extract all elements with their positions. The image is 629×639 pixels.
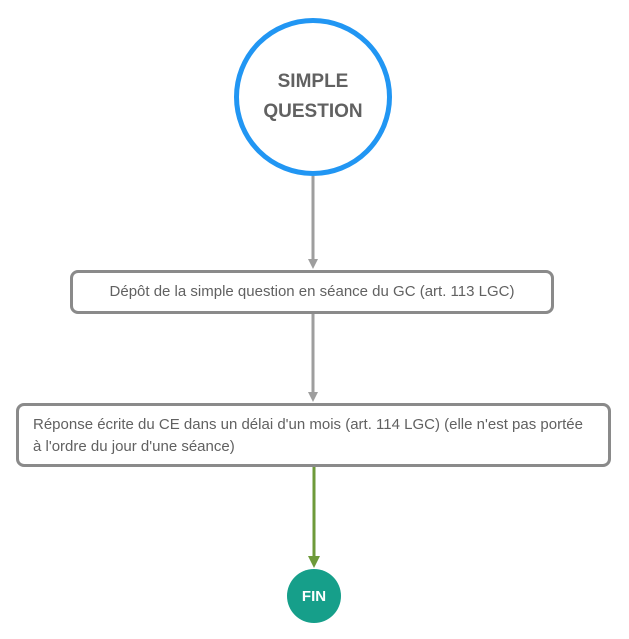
start-node: SIMPLE QUESTION: [234, 18, 392, 176]
process-step-reponse: Réponse écrite du CE dans un délai d'un …: [16, 403, 611, 467]
start-label: SIMPLE QUESTION: [263, 71, 363, 122]
end-label: FIN: [301, 587, 327, 605]
process-step-reponse-label: Réponse écrite du CE dans un délai d'un …: [33, 416, 583, 455]
process-step-depot: Dépôt de la simple question en séance du…: [70, 270, 554, 314]
process-step-depot-label: Dépôt de la simple question en séance du…: [109, 283, 515, 300]
end-node: FIN: [287, 569, 341, 623]
